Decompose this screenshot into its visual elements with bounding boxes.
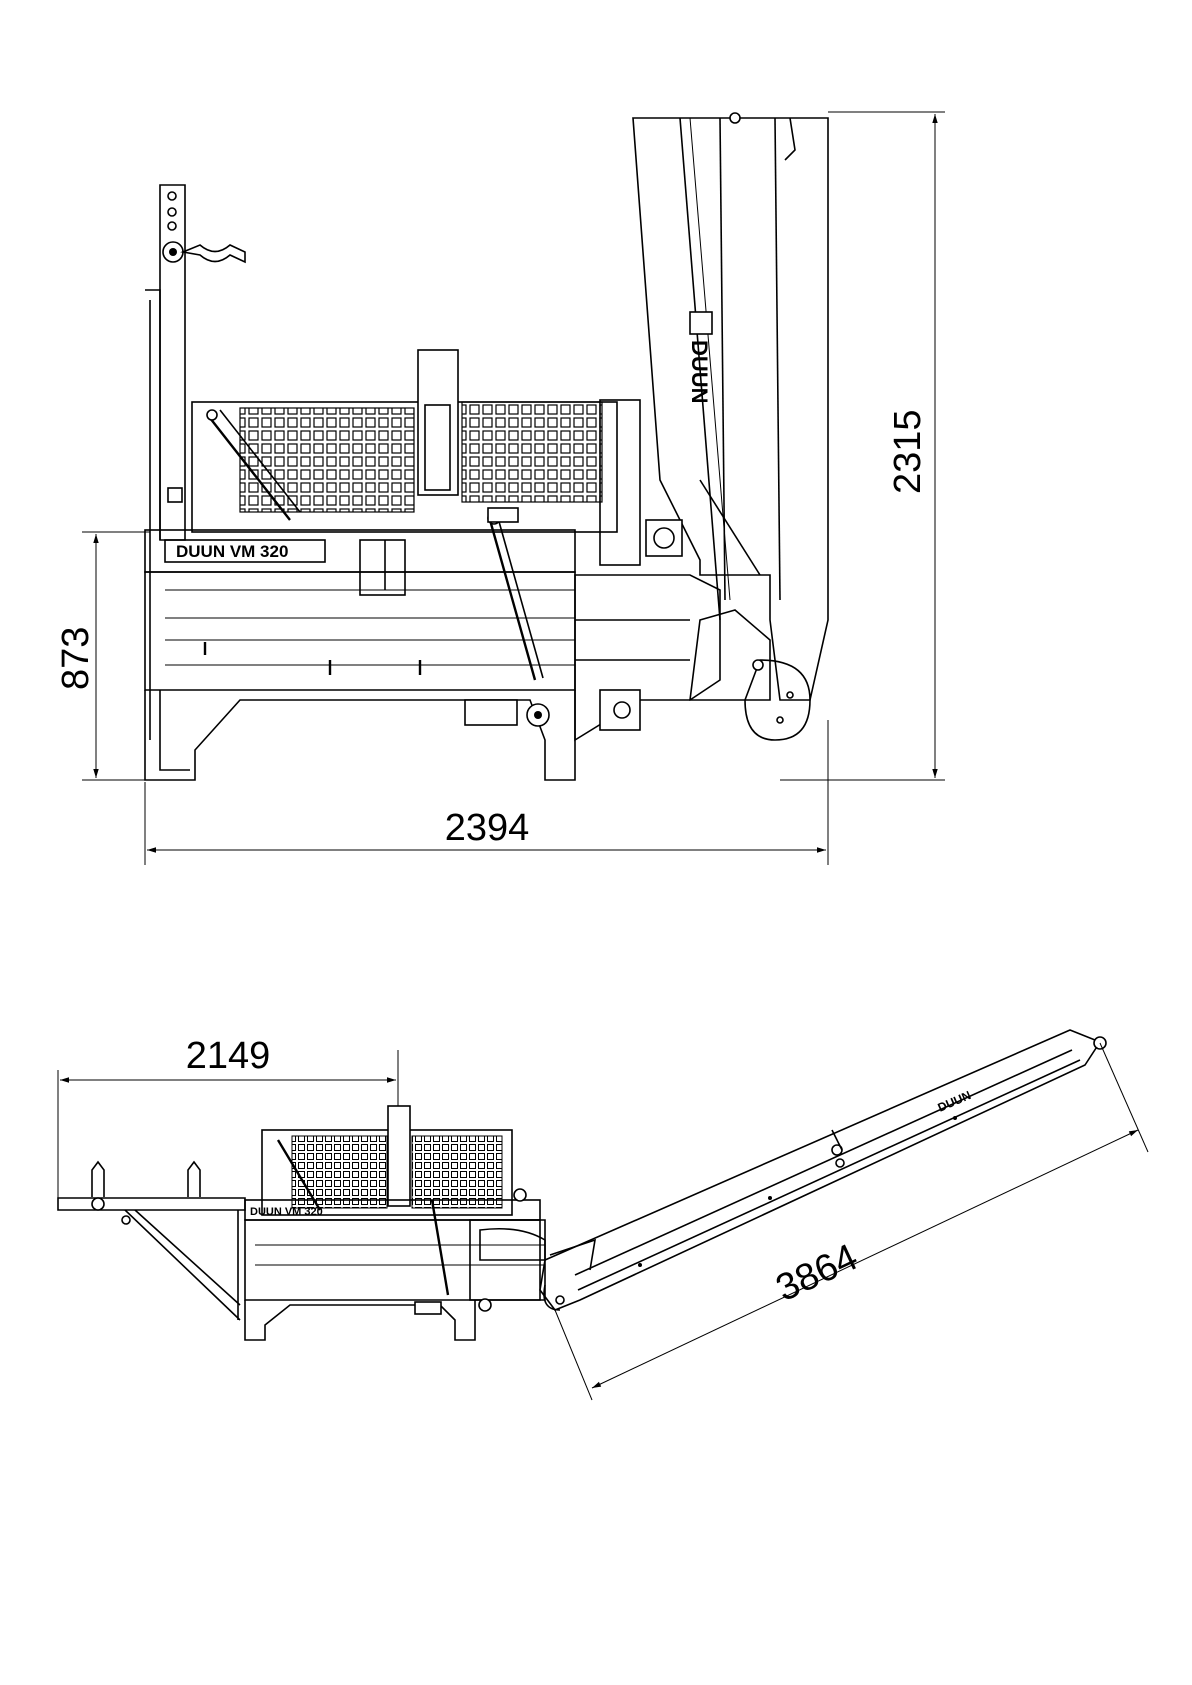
dim-front-length-label: 2149 xyxy=(186,1035,271,1077)
dim-height-table: 873 xyxy=(55,532,150,780)
transport-machine-label: DUUN VM 320 xyxy=(250,1206,323,1218)
dim-length: 2394 xyxy=(145,720,828,865)
main-frame: DUUN VM 320 xyxy=(145,530,575,780)
infeed-table xyxy=(58,1162,245,1320)
control-lever xyxy=(488,508,543,680)
transport-view: DUUN VM 320 DUUN xyxy=(58,1030,1148,1400)
dim-conveyor-length: 3864 xyxy=(555,1043,1148,1400)
dim-length-label: 2394 xyxy=(445,807,530,849)
safety-guard xyxy=(192,350,640,565)
machine-body-transport: DUUN VM 320 xyxy=(245,1106,545,1340)
side-conveyor-brand: DUUN xyxy=(687,340,712,404)
dim-height-table-label: 873 xyxy=(55,627,97,690)
dim-height-total-label: 2315 xyxy=(887,409,929,494)
side-machine-label: DUUN VM 320 xyxy=(176,542,288,561)
infeed-mast xyxy=(145,185,245,740)
conveyor-folded: DUUN xyxy=(633,113,828,740)
outfeed-hopper xyxy=(575,575,720,740)
side-view: DUUN VM 320 xyxy=(55,112,945,865)
dim-conveyor-length-label: 3864 xyxy=(770,1236,864,1310)
